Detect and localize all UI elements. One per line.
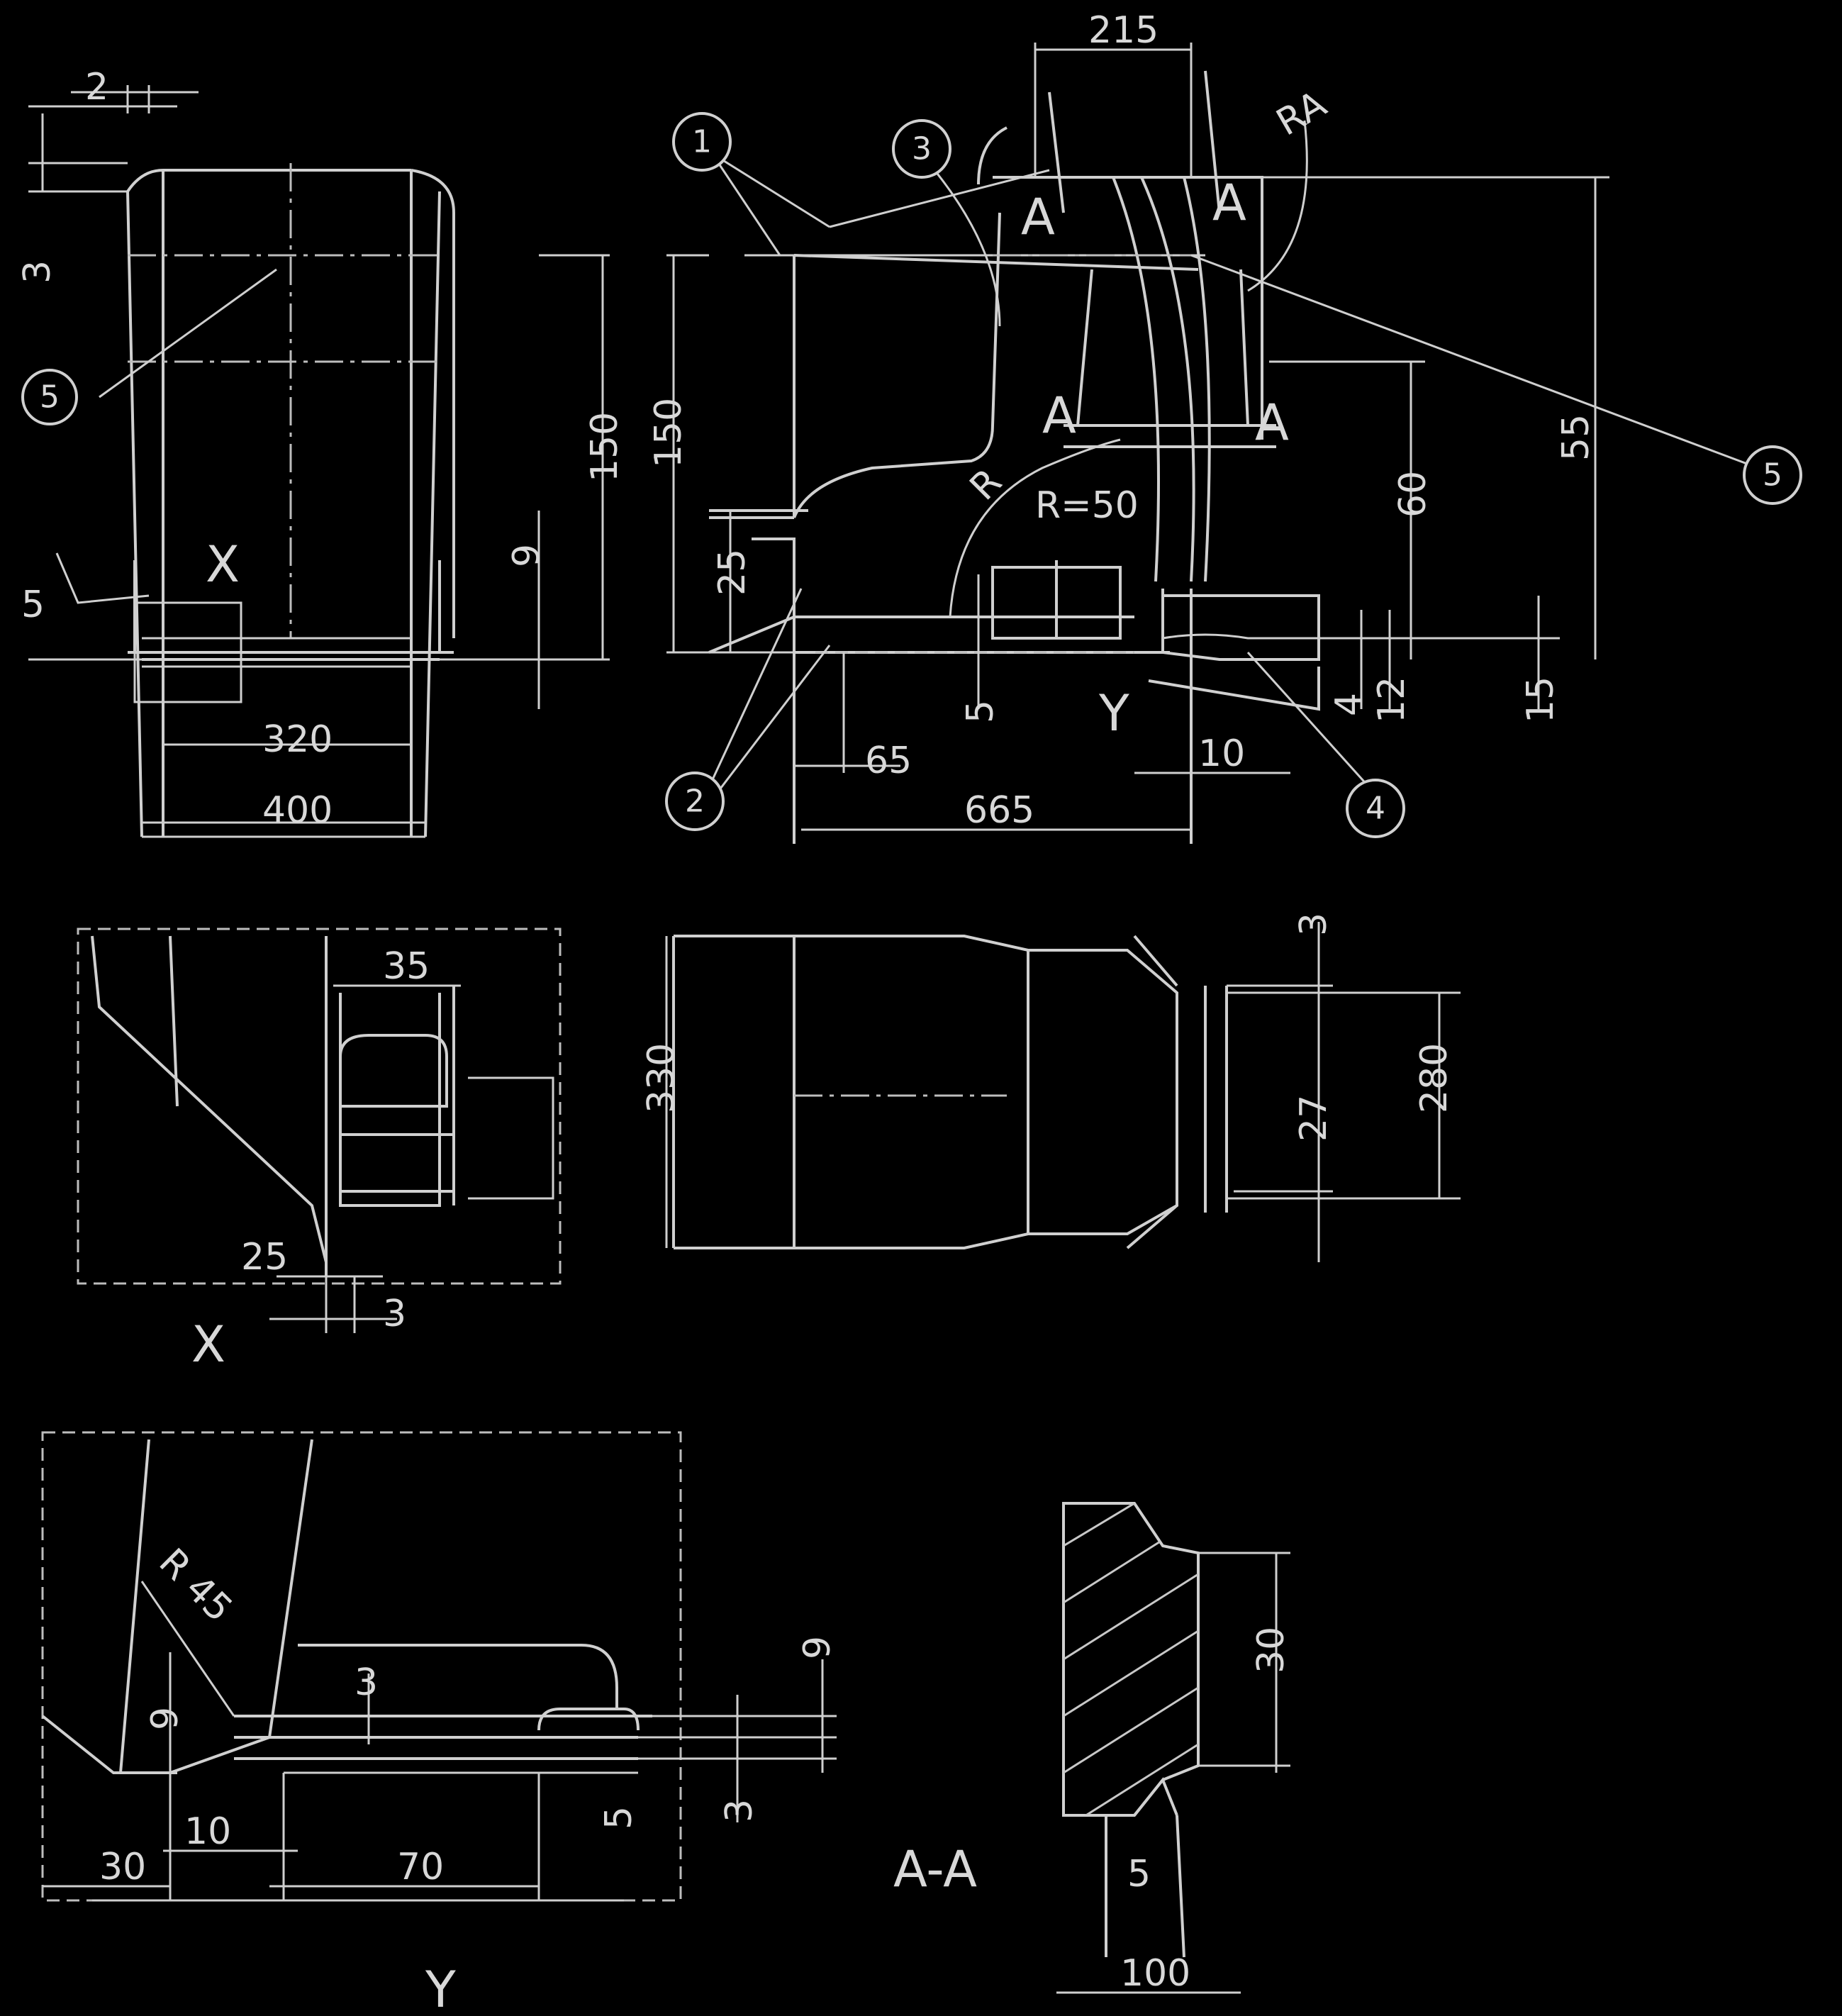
dim-aa-weld: 5 (1127, 1853, 1151, 1895)
dim-y-left: 30 (99, 1846, 146, 1888)
callout-5b-circle (1743, 445, 1802, 505)
front-view-labels: 2 3 150 9 320 400 5 X 5 (16, 66, 626, 832)
dim-outer-width: 400 (262, 789, 333, 832)
dim-side-gap-c: 15 (1519, 676, 1562, 723)
callout-4: 4 (1366, 791, 1385, 827)
dim-y-height-c: 5 (598, 1806, 640, 1830)
section-mark-a-2: A (1212, 174, 1246, 232)
side-view-labels: 215 150 25 55 60 R=50 R 65 665 5 10 4 12… (647, 9, 1802, 838)
callout-3-circle (892, 119, 951, 179)
callout-4-circle (1346, 779, 1405, 838)
detail-y-labels: R 45 30 70 10 9 3 5 3 9 Y (99, 1541, 839, 2016)
dim-side-gap-a: 4 (1328, 693, 1371, 716)
dim-y-height-d: 3 (718, 1799, 761, 1822)
detail-x-labels: 35 25 3 X (191, 945, 430, 1374)
dim-x-gap: 3 (383, 1293, 406, 1335)
front-view (28, 85, 610, 838)
dim-right-height: 60 (1392, 471, 1434, 518)
dim-front-height: 150 (584, 412, 626, 482)
callout-5: 5 (40, 379, 60, 416)
view-label-aa: A-A (893, 1840, 977, 1898)
detail-x (77, 928, 562, 1333)
callout-5b: 5 (1763, 457, 1782, 494)
dim-overall-height: 55 (1555, 414, 1597, 461)
plan-view-labels: 330 3 27 280 (640, 913, 1456, 1142)
dim-y-height-a: 9 (144, 1707, 186, 1730)
section-aa (1056, 1502, 1290, 1994)
dim-x-slot: 35 (383, 945, 430, 988)
dim-flange-bottom: 27 (1293, 1095, 1335, 1142)
dim-plan-overall: 280 (1413, 1043, 1456, 1113)
dim-y-angle: R 45 (151, 1541, 240, 1630)
dim-plan-width: 330 (640, 1043, 683, 1113)
dim-aa-height: 30 (1250, 1627, 1293, 1673)
callout-2-circle (665, 772, 725, 831)
callout-3: 3 (912, 131, 932, 167)
dim-inner-width: 320 (262, 718, 333, 761)
dim-weld-height: 9 (506, 544, 548, 567)
dim-small-gap: 5 (959, 700, 1002, 723)
dim-x-offset: 25 (241, 1236, 288, 1279)
section-mark-a-3: A (1042, 386, 1076, 445)
dim-y-right: 70 (397, 1846, 444, 1888)
dim-side-gap-b: 12 (1371, 676, 1413, 723)
dim-top-gap: 2 (85, 66, 108, 108)
label-ra: RA (1270, 83, 1334, 145)
section-aa-labels: 30 100 5 A-A (893, 1627, 1293, 1995)
dim-radius: R=50 (1035, 484, 1139, 527)
dim-y-small: 10 (184, 1810, 231, 1853)
section-mark-a-1: A (1021, 188, 1055, 246)
dim-side-height: 150 (647, 398, 690, 468)
callout-1-circle (672, 112, 732, 172)
dim-radius-mark: R (962, 460, 1010, 508)
callout-2: 2 (685, 784, 705, 820)
section-hatch (1064, 1503, 1198, 1815)
callout-1: 1 (692, 124, 712, 160)
dim-offset: 65 (865, 740, 912, 782)
plan-view (665, 922, 1461, 1262)
dim-flange-top: 3 (1293, 913, 1335, 936)
side-view (666, 43, 1759, 844)
view-label-x: X (191, 1315, 225, 1374)
dim-top-width: 215 (1088, 9, 1159, 52)
dim-y-height-e: 9 (796, 1636, 839, 1659)
weld-symbol-front: 5 (21, 584, 45, 626)
dim-lower-height: 25 (711, 549, 754, 596)
view-mark-y: Y (1098, 684, 1129, 742)
view-mark-x: X (206, 535, 240, 594)
dim-clearance: 10 (1198, 733, 1245, 775)
dim-base-length: 665 (964, 789, 1034, 832)
view-label-y: Y (425, 1961, 456, 2016)
detail-y (41, 1431, 837, 1902)
section-mark-a-4: A (1255, 394, 1289, 452)
dim-y-height-b: 3 (355, 1661, 378, 1704)
dim-aa-width: 100 (1120, 1952, 1190, 1995)
dim-top-offset: 3 (16, 260, 59, 284)
callout-5-circle (21, 369, 78, 425)
